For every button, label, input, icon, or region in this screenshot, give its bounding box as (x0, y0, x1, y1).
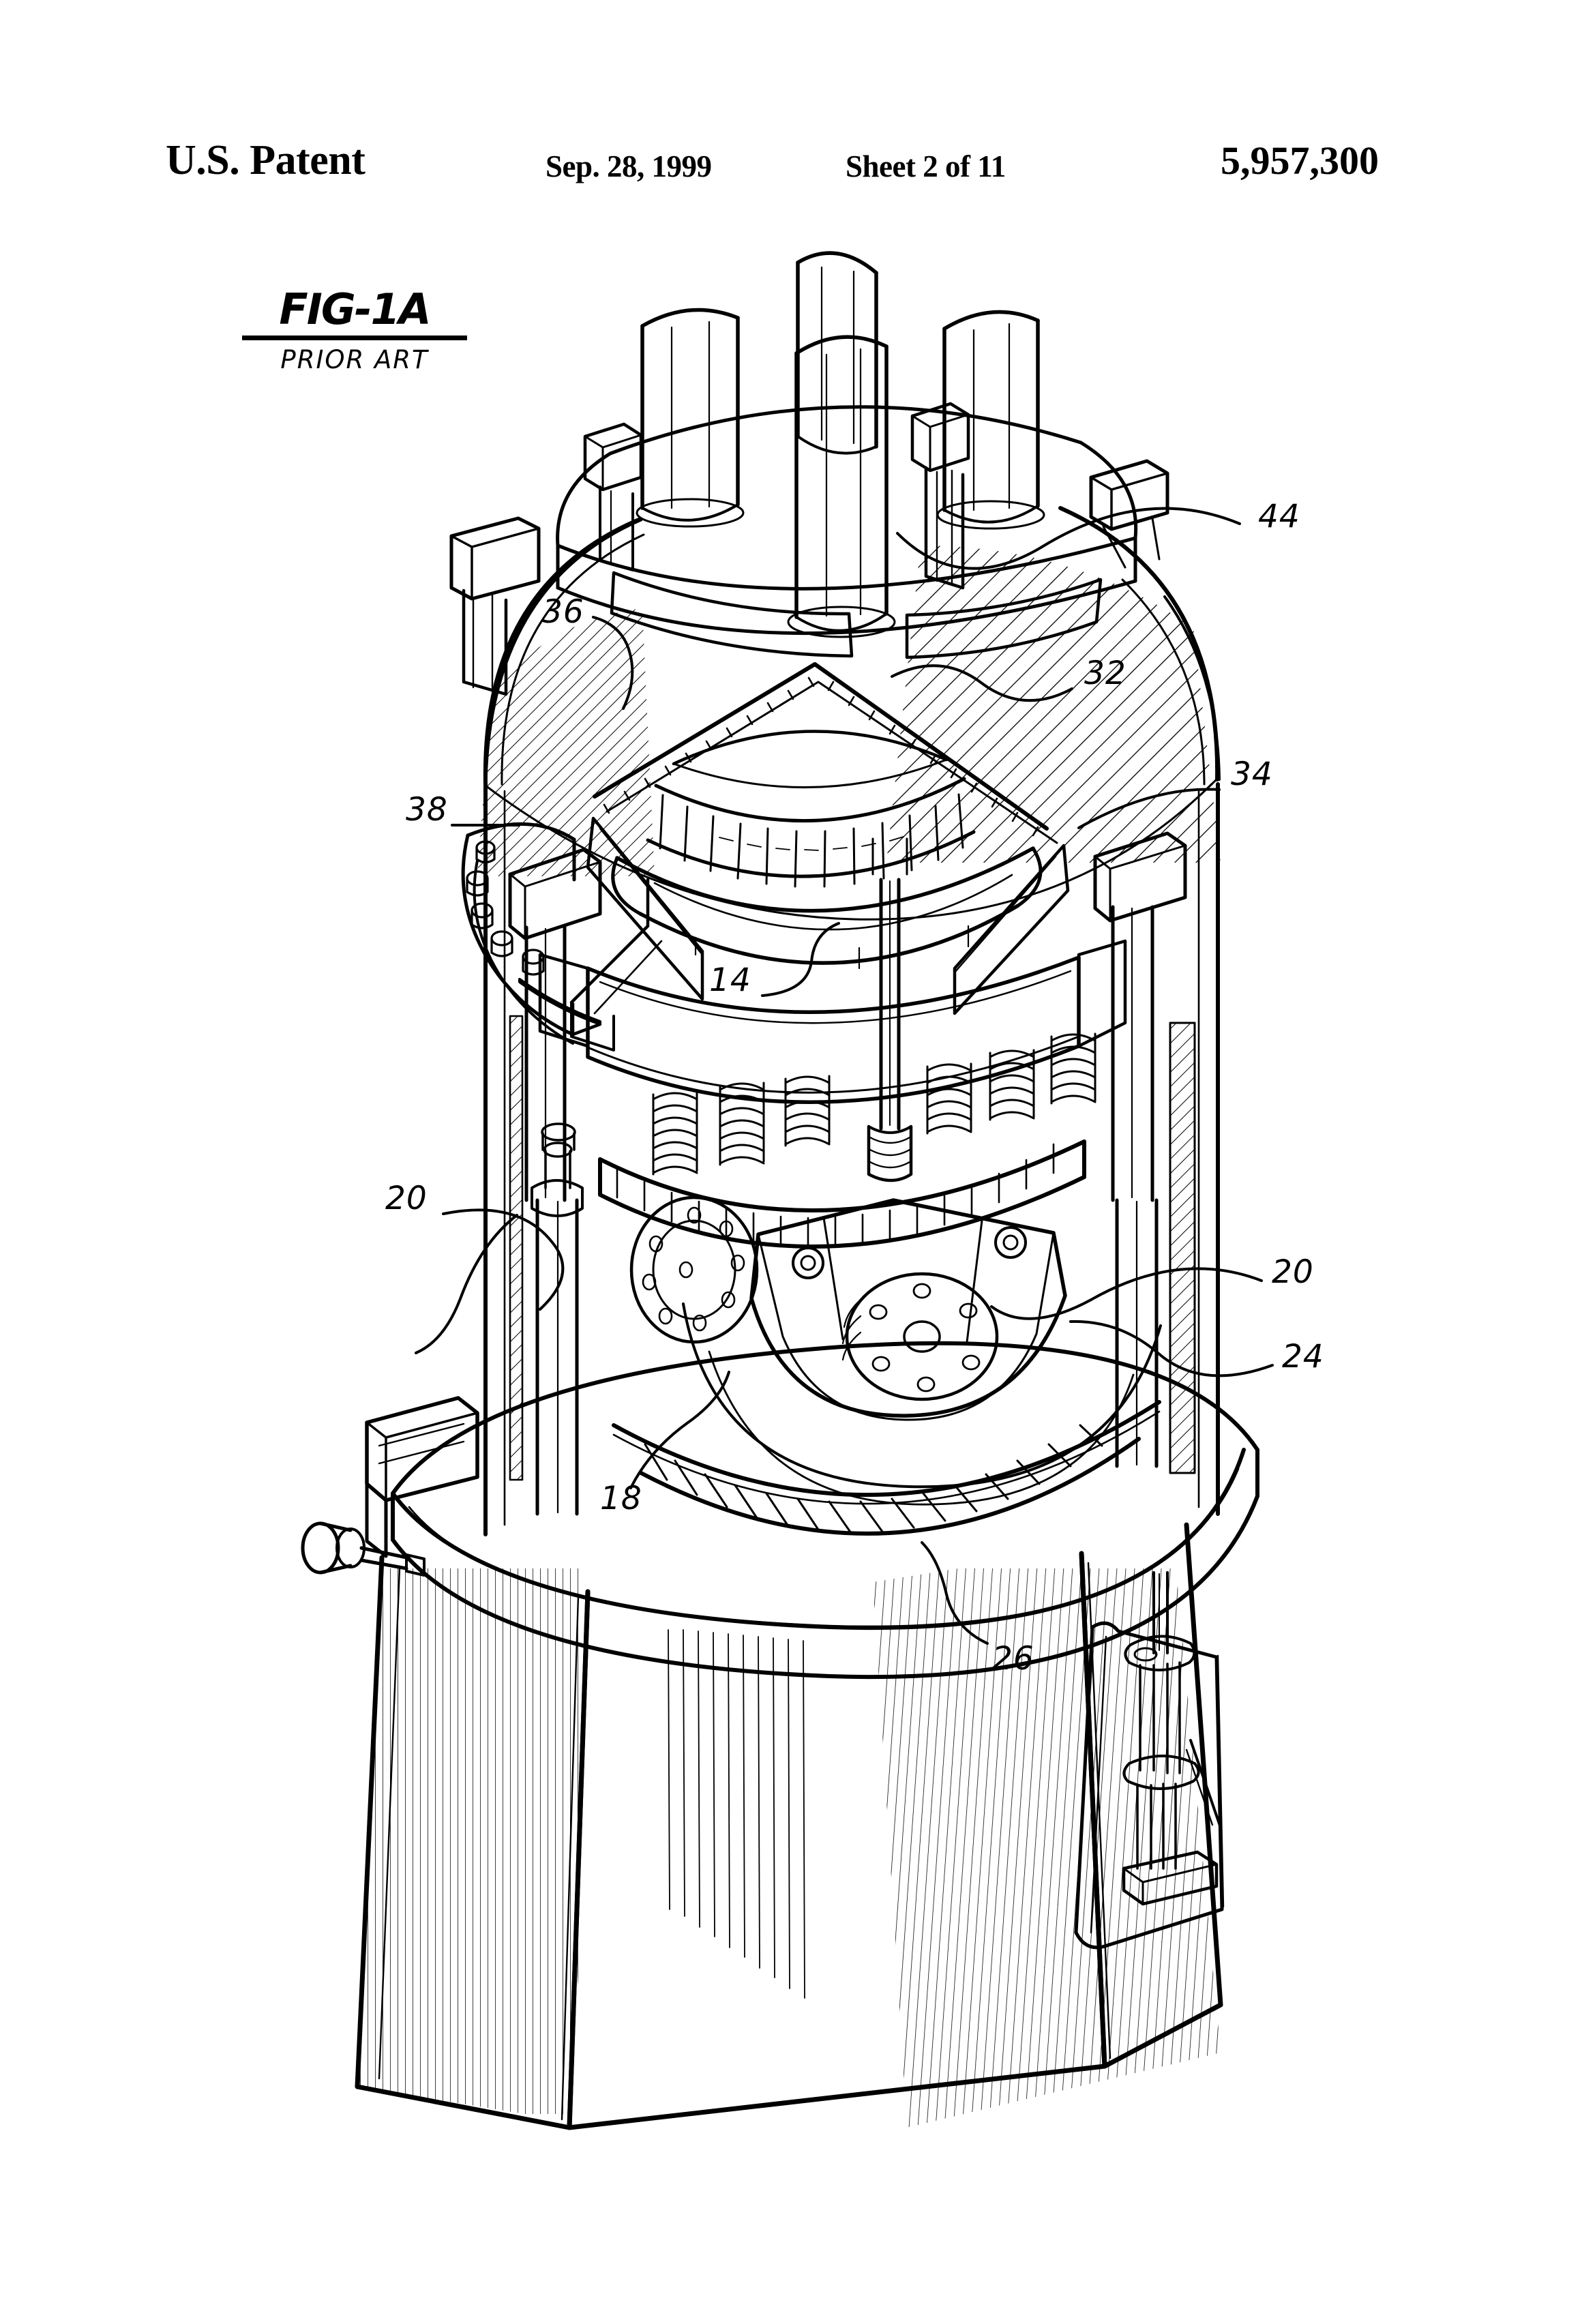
patent-office-label: U.S. Patent (166, 137, 365, 183)
nozzle-rear-center (796, 251, 878, 455)
front-hub-disc (841, 1272, 999, 1401)
leader-lines (415, 507, 1274, 1645)
reference-numeral-44: 44 (1258, 498, 1300, 535)
nozzle-center-front (787, 335, 896, 638)
reference-numeral-18: 18 (600, 1480, 642, 1517)
side-flange-bolted (461, 822, 602, 1045)
upper-housing-dome (477, 506, 1221, 921)
spring-stack-left-2 (719, 1082, 765, 1166)
spring-stack-right-2 (989, 1049, 1035, 1121)
reference-numeral-14: 14 (709, 962, 751, 999)
support-spider (538, 816, 1127, 1104)
spring-stack-right-1 (926, 1062, 972, 1135)
figure-subtitle: PRIOR ART (280, 345, 429, 374)
side-knob-handle (301, 1521, 426, 1577)
figure-caption: FIG-1A PRIOR ART (242, 286, 467, 374)
turbine-housing (629, 1195, 1162, 1506)
patent-date: Sep. 28, 1999 (546, 149, 712, 183)
outer-shell-walls (483, 782, 1220, 1536)
leader-24 (1069, 1320, 1274, 1377)
inner-jack-post (1122, 1571, 1222, 1906)
reference-numeral-24: 24 (1282, 1338, 1324, 1375)
reference-numeral-32: 32 (1084, 655, 1126, 692)
head-clamp-lugs (449, 402, 1169, 696)
patent-number: 5,957,300 (1221, 138, 1379, 183)
leader-20-right (990, 1267, 1263, 1320)
leader-18 (629, 1371, 730, 1489)
patent-header: U.S. Patent Sep. 28, 1999 Sheet 2 of 11 … (0, 136, 1582, 198)
reference-numeral-26: 26 (992, 1640, 1034, 1678)
spring-stack-left-1 (652, 1090, 698, 1176)
rotor-vanes (659, 793, 964, 888)
reference-numeral-34: 34 (1231, 756, 1273, 793)
leader-32 (891, 664, 1073, 702)
pedestal-recess-right (1074, 1571, 1225, 1950)
bolt-circle-flange (629, 1195, 759, 1344)
spring-stack-right-3 (1050, 1032, 1096, 1105)
leader-20-left-lower (415, 1214, 518, 1354)
spring-stack-left-3 (784, 1075, 831, 1147)
leader-44 (896, 507, 1241, 570)
leader-26 (921, 1541, 989, 1645)
flange-bolts (466, 840, 545, 976)
leader-34 (1077, 788, 1221, 829)
rod-bolt-head (541, 1122, 576, 1189)
reference-numeral-38: 38 (406, 791, 448, 829)
leader-20-left (442, 1208, 565, 1311)
spring-stack-group (652, 1032, 1096, 1176)
clamp-lug-far-right (1089, 459, 1169, 569)
leader-36 (592, 616, 634, 710)
reference-numeral-20-left: 20 (385, 1180, 428, 1217)
rotor-diffuser-assembly (611, 730, 1043, 970)
figure-title: FIG-1A (242, 286, 467, 340)
reference-numeral-36: 36 (542, 593, 584, 631)
nozzle-ring (612, 1400, 1161, 1536)
bearing-deck (598, 1139, 1086, 1249)
center-shaft (867, 837, 913, 1182)
tie-rod-right (1093, 831, 1187, 1468)
leader-14 (761, 922, 840, 997)
nozzle-left-rear (636, 308, 745, 528)
tie-rod-left (508, 848, 602, 1516)
angled-brace (569, 878, 663, 1052)
reference-numeral-20-right: 20 (1272, 1253, 1314, 1291)
sheet-number: Sheet 2 of 11 (846, 149, 1006, 183)
left-external-bracket (365, 1396, 479, 1558)
base-pedestal (355, 1522, 1223, 2130)
